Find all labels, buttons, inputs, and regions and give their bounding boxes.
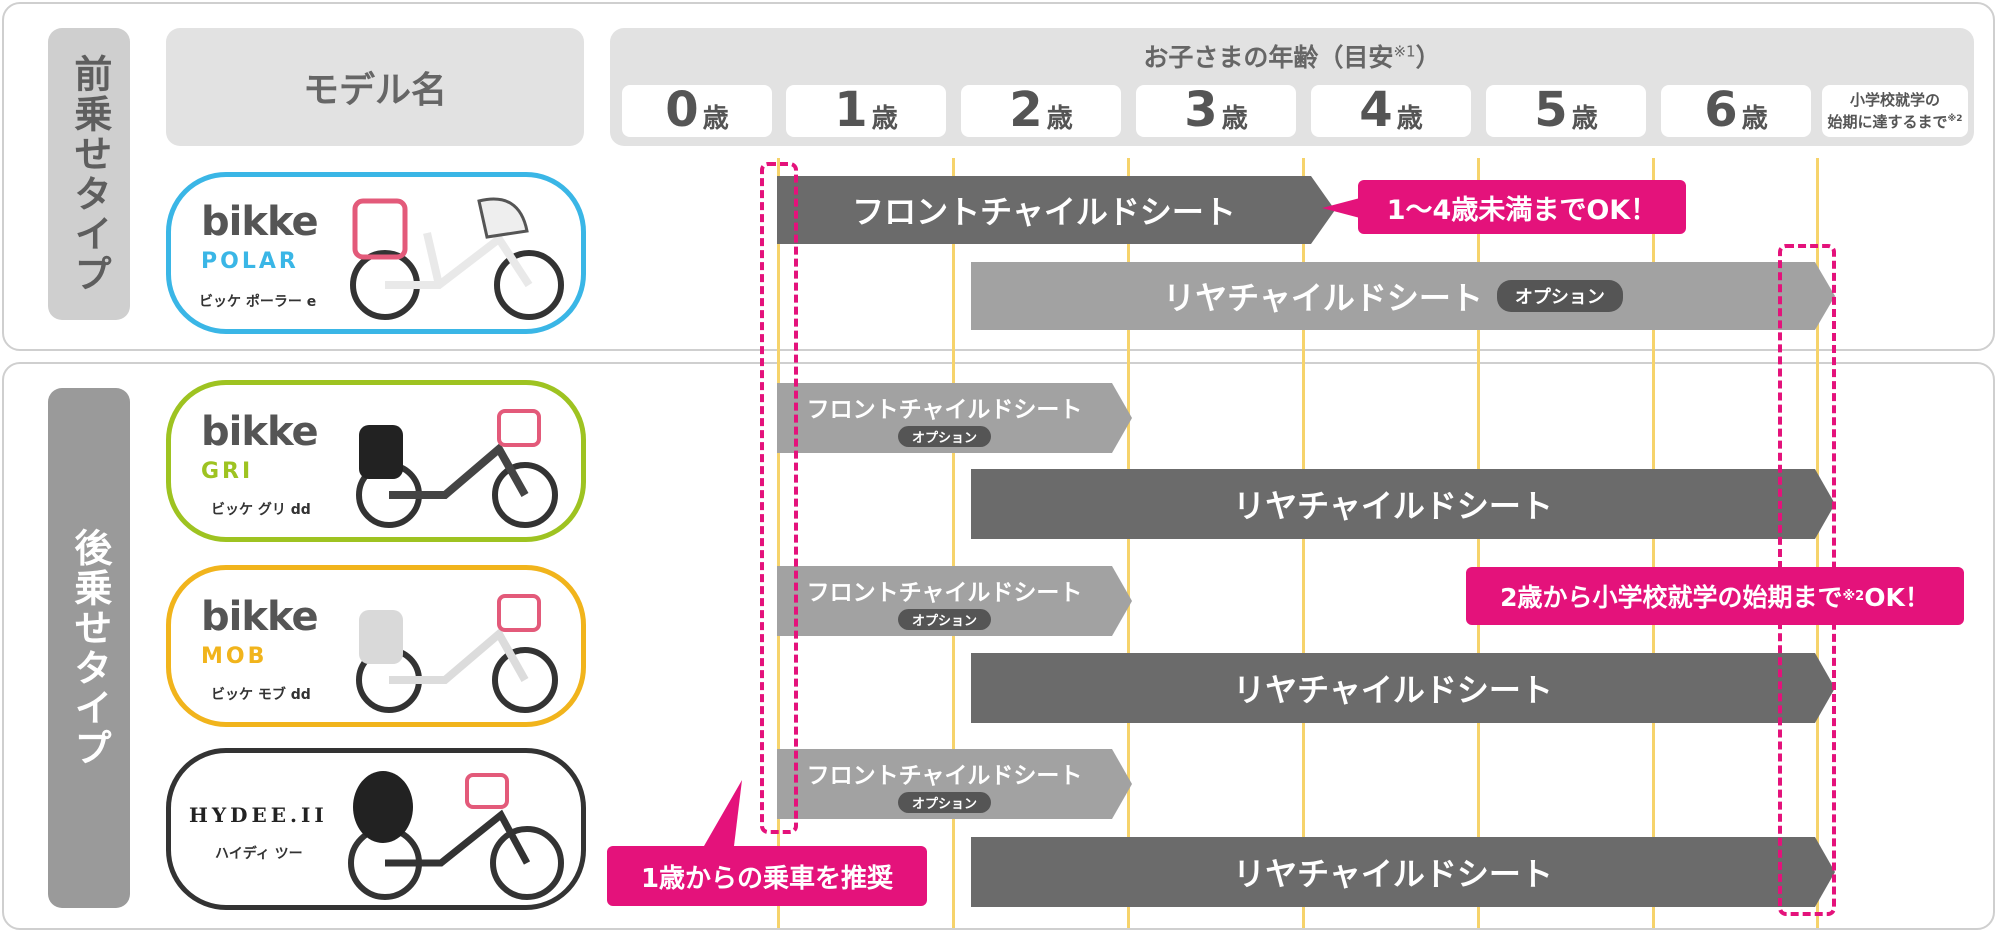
age-line-4 [1302, 158, 1305, 928]
age-line-school [1816, 158, 1819, 928]
front-seat-bar-mob-arrow [1112, 566, 1132, 636]
front-seat-bar-polar: フロントチャイルドシート [777, 176, 1311, 244]
bikke-logo: bikke [201, 594, 319, 640]
mob-logo: MOB [201, 644, 268, 669]
bike-image-hydee [348, 771, 564, 900]
front-seat-bar-hydee: フロントチャイルドシート オプション [777, 749, 1112, 819]
rear-seat-bar-mob: リヤチャイルドシート [971, 653, 1815, 723]
model-bikke-gri[interactable]: bikke GRI ビッケ グリ dd [166, 380, 586, 542]
one-year-highlight [760, 162, 798, 834]
model-name-polar: ビッケ ポーラー e [199, 294, 317, 310]
model-bikke-polar[interactable]: bikke POLAR ビッケ ポーラー e [166, 172, 586, 334]
rear-seat-bar-polar: リヤチャイルドシート オプション [971, 262, 1815, 330]
front-type-label: 前乗せタイプ [48, 28, 130, 320]
bikke-logo: bikke [201, 199, 319, 245]
rear-seat-bar-hydee-arrow [1815, 837, 1835, 907]
front-seat-bar-mob: フロントチャイルドシート オプション [777, 566, 1112, 636]
model-hydee-ii[interactable]: HYDEE.II ハイディ ツー [166, 748, 586, 910]
model-bikke-mob[interactable]: bikke MOB ビッケ モブ dd [166, 565, 586, 727]
model-name-hydee: ハイディ ツー [215, 846, 303, 862]
age-header-title: お子さまの年齢（目安※1） [1143, 42, 1441, 72]
gri-logo: GRI [201, 459, 254, 484]
front-seat-bar-gri: フロントチャイルドシート オプション [777, 383, 1112, 453]
bike-image-polar [350, 197, 564, 320]
option-badge: オプション [897, 425, 991, 447]
rear-seat-bar-gri: リヤチャイルドシート [971, 469, 1815, 539]
front-ok-callout-pointer [1322, 198, 1360, 218]
model-name-header: モデル名 [166, 28, 584, 146]
polar-logo: POLAR [201, 249, 299, 274]
bikke-logo: bikke [201, 409, 319, 455]
model-name-gri: ビッケ グリ dd [211, 502, 311, 518]
recommend-callout: 1歳からの乗車を推奨 [607, 846, 927, 906]
age-cell-school: 小学校就学の 始期に達するまで※2 [1822, 85, 1968, 137]
front-ok-callout: 1～4歳未満までOK！ [1358, 180, 1686, 234]
rear-seat-bar-mob-arrow [1815, 653, 1835, 723]
age-line-2 [952, 158, 955, 928]
model-name-mob: ビッケ モブ dd [211, 687, 311, 703]
age-line-6 [1652, 158, 1655, 928]
age-line-3 [1127, 158, 1130, 928]
option-badge: オプション [897, 608, 991, 630]
rear-seat-bar-hydee: リヤチャイルドシート [971, 837, 1815, 907]
age-line-5 [1477, 158, 1480, 928]
rear-seat-bar-gri-arrow [1815, 469, 1835, 539]
age-line-1 [777, 158, 780, 928]
front-seat-bar-gri-arrow [1112, 383, 1132, 453]
option-badge: オプション [897, 791, 991, 813]
rear-seat-bar-polar-arrow [1815, 262, 1835, 330]
bike-image-gri [356, 409, 558, 528]
front-seat-bar-hydee-arrow [1112, 749, 1132, 819]
recommend-callout-pointer [704, 780, 742, 846]
bike-image-mob [356, 594, 558, 713]
option-badge: オプション [1496, 280, 1623, 312]
rear-type-label: 後乗せタイプ [48, 388, 130, 908]
hydee-logo: HYDEE.II [189, 803, 328, 827]
